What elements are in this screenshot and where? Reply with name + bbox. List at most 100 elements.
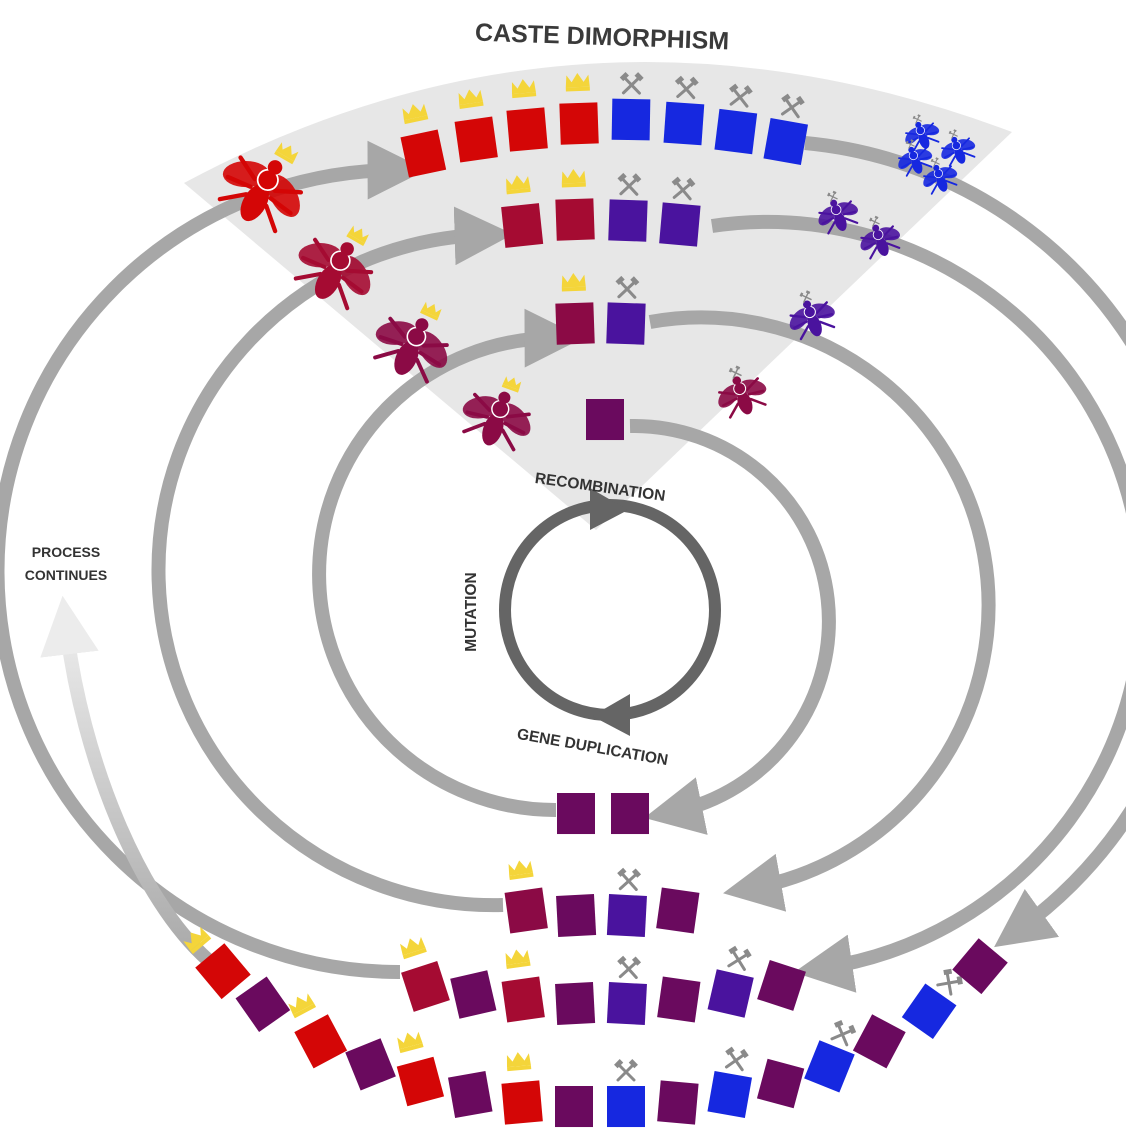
hammer-icon	[724, 1046, 749, 1072]
cycle-arrows	[0, 136, 1126, 993]
hammer-icon	[799, 290, 812, 303]
gene-block	[555, 982, 596, 1026]
bee-figures	[217, 114, 976, 452]
hammer-icon	[617, 172, 642, 196]
gene-block	[506, 79, 548, 152]
bee-icon	[462, 376, 531, 452]
gene-block	[606, 955, 647, 1026]
arrow-ring-1	[629, 418, 836, 835]
hammer-icon	[671, 176, 696, 201]
title-text: CASTE DIMORPHISM	[475, 19, 730, 56]
gene-block	[763, 93, 809, 166]
hammer-icon	[728, 365, 742, 379]
hammer-icon	[615, 275, 640, 299]
crown-icon	[506, 175, 531, 195]
hammer-icon	[614, 1059, 638, 1082]
hammer-icon	[619, 71, 644, 95]
hammer-icon	[617, 867, 642, 891]
arrow-return-3	[0, 140, 427, 980]
gene-block	[663, 75, 705, 146]
bee-icon	[217, 142, 304, 234]
bee-icon	[898, 139, 933, 177]
mutation-label: MUTATION	[463, 572, 480, 652]
hammer-icon	[827, 190, 838, 202]
gene-block	[396, 1031, 445, 1107]
hammer-icon	[912, 114, 922, 124]
gene-block	[714, 83, 758, 155]
crown-icon	[420, 301, 442, 321]
gene-block	[454, 89, 498, 163]
hammer-icon	[936, 968, 963, 996]
arrow-ring-4	[804, 136, 1126, 948]
crown-icon	[508, 860, 534, 880]
gene-block	[345, 1038, 396, 1091]
gene-block	[555, 169, 595, 241]
crown-icon	[565, 73, 590, 92]
hammer-icon	[905, 139, 915, 149]
gene-block	[659, 176, 701, 247]
gene-block	[657, 976, 701, 1023]
crown-icon	[561, 273, 586, 292]
bee-icon	[293, 225, 374, 311]
crown-icon	[561, 169, 586, 188]
gene-block	[901, 968, 963, 1039]
crown-icon	[511, 79, 537, 99]
gene-block	[707, 1046, 753, 1119]
arrow-ring-2	[648, 310, 996, 912]
gene-block	[559, 73, 599, 145]
crown-icon	[402, 103, 429, 125]
hammer-icon	[780, 93, 805, 119]
gene-block	[586, 399, 624, 441]
bee-icon	[718, 365, 767, 419]
arrow-ring-3	[710, 214, 1126, 993]
gene-block	[447, 1070, 493, 1119]
bee-icon	[923, 157, 958, 195]
bee-icon	[373, 301, 449, 384]
crown-icon	[505, 949, 531, 969]
gene-duplication-label: GENE DUPLICATION	[516, 726, 670, 769]
gene-block	[952, 938, 1008, 995]
bee-icon	[860, 215, 901, 260]
gene-block	[606, 867, 647, 938]
bee-icon	[941, 129, 976, 167]
gene-block	[183, 926, 251, 1000]
gene-block	[707, 945, 754, 1018]
crown-icon	[458, 89, 484, 109]
process-continues-arrow	[40, 595, 213, 966]
gene-block	[611, 71, 651, 141]
hammer-icon	[674, 75, 699, 100]
crown-icon	[400, 936, 427, 960]
gene-block	[656, 887, 700, 934]
gene-block	[400, 936, 450, 1012]
hammer-icon	[830, 1020, 857, 1047]
gene-block	[657, 1080, 699, 1125]
gene-block	[757, 960, 806, 1011]
cycle-arrowhead-top	[590, 488, 628, 530]
gene-block	[607, 1059, 645, 1128]
gene-block	[804, 1020, 857, 1093]
gene-block	[235, 976, 291, 1032]
gene-block	[555, 1086, 593, 1128]
process-continues-line1: PROCESS	[32, 544, 100, 560]
crown-icon	[506, 1052, 532, 1072]
inner-cycle	[499, 488, 721, 736]
hammer-icon	[729, 83, 753, 108]
hammer-icon	[617, 955, 642, 979]
gene-block	[450, 970, 497, 1019]
gene-block	[557, 793, 595, 835]
gene-block	[606, 275, 646, 345]
gene-block	[504, 860, 548, 934]
bee-icon	[818, 190, 859, 235]
crown-icon	[397, 1031, 424, 1054]
hammer-icon	[727, 945, 752, 971]
crown-icon	[183, 926, 212, 954]
gene-block	[756, 1058, 805, 1109]
gene-block	[501, 175, 544, 248]
process-continues-line2: CONTINUES	[25, 567, 107, 583]
hammer-icon	[930, 157, 940, 167]
gene-block	[555, 273, 595, 345]
crown-icon	[346, 225, 369, 247]
hammer-icon	[948, 129, 958, 139]
bee-icon	[789, 290, 836, 341]
